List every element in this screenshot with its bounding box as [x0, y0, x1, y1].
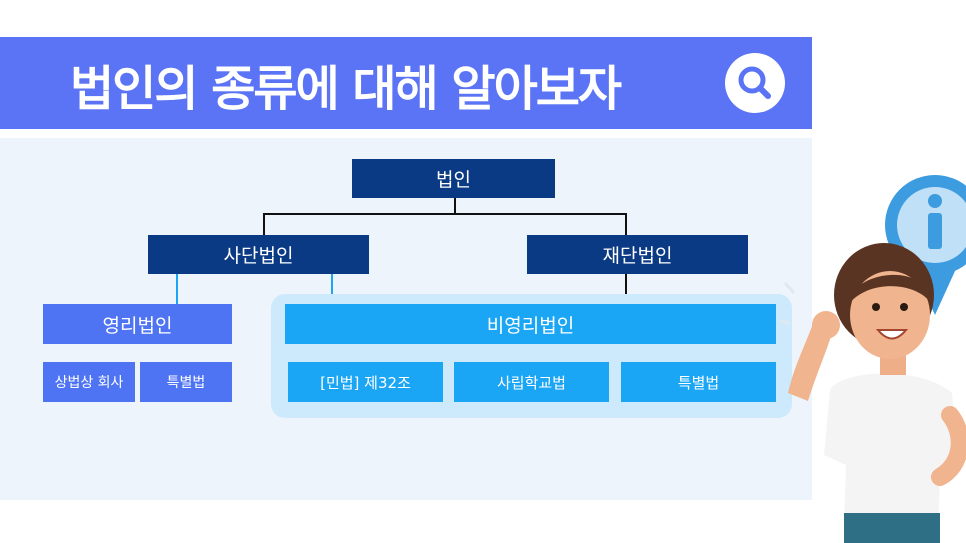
for-profit-node: 영리법인 — [43, 304, 232, 344]
search-icon — [738, 66, 771, 99]
foundation-node-label: 재단법인 — [602, 245, 673, 267]
for-profit-child-2: 특별법 — [140, 362, 232, 402]
non-profit-child-3: 특별법 — [621, 362, 776, 402]
non-profit-child-1: [민법] 제32조 — [288, 362, 443, 402]
non-profit-child-2: 사립학교법 — [454, 362, 609, 402]
foundation-node: 재단법인 — [527, 235, 748, 274]
connector-horizontal — [263, 213, 626, 215]
connector-forprofit — [176, 274, 178, 304]
corporate-node-label: 사단법인 — [223, 245, 294, 267]
non-profit-node: 비영리법인 — [285, 304, 776, 344]
for-profit-child-1-label: 상법상 회사 — [54, 375, 124, 391]
woman-illustration — [780, 175, 966, 543]
search-button[interactable] — [725, 53, 785, 113]
for-profit-child-2-label: 특별법 — [166, 375, 206, 391]
root-node: 법인 — [352, 159, 555, 198]
non-profit-child-2-label: 사립학교법 — [496, 373, 566, 392]
connector-root-down — [454, 198, 456, 214]
connector-left-down — [263, 213, 265, 235]
for-profit-child-1: 상법상 회사 — [43, 362, 135, 402]
for-profit-node-label: 영리법인 — [102, 314, 173, 337]
title-banner: 법인의 종류에 대해 알아보자 — [0, 37, 812, 129]
corporate-node: 사단법인 — [148, 235, 369, 274]
non-profit-child-3-label: 특별법 — [677, 373, 720, 392]
connector-foundation-down — [625, 274, 627, 301]
root-node-label: 법인 — [436, 169, 471, 191]
non-profit-node-label: 비영리법인 — [486, 314, 575, 337]
connector-right-down — [625, 213, 627, 235]
page-title: 법인의 종류에 대해 알아보자 — [70, 61, 622, 117]
non-profit-child-1-label: [민법] 제32조 — [320, 373, 411, 392]
connector-nonprofit — [331, 274, 333, 304]
